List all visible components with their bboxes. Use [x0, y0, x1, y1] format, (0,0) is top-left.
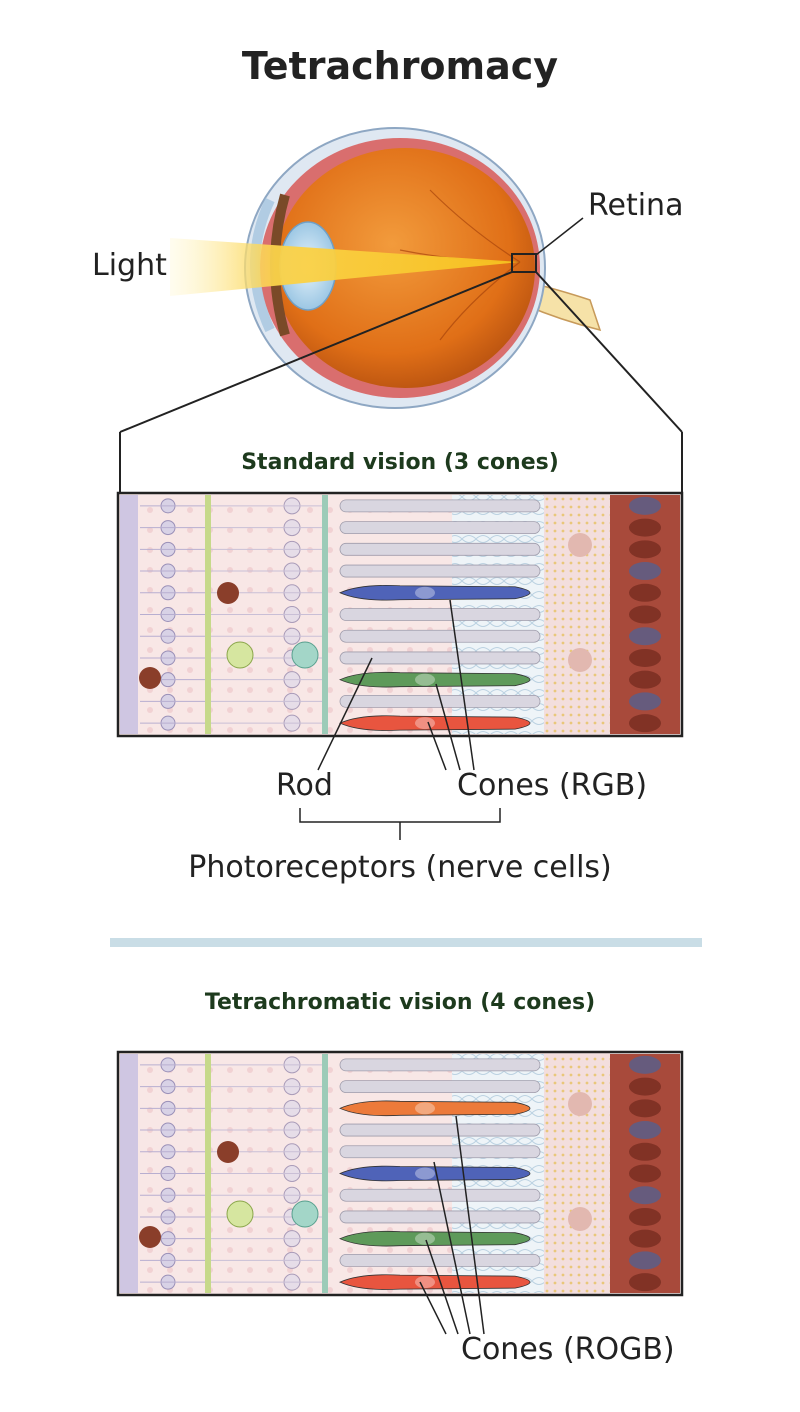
label-rod: Rod: [276, 768, 333, 803]
retina-marker: [511, 253, 537, 273]
page-title: Tetrachromacy: [241, 44, 559, 88]
light-beam: [170, 238, 520, 296]
label-photoreceptors: Photoreceptors (nerve cells): [188, 850, 612, 885]
retina-panel-standard: [116, 491, 684, 738]
label-light: Light: [92, 248, 167, 283]
label-cones-rogb: Cones (ROGB): [461, 1332, 675, 1367]
heading-tetrachromatic-vision: Tetrachromatic vision (4 cones): [204, 990, 596, 1015]
heading-standard-vision: Standard vision (3 cones): [241, 450, 559, 475]
label-cones-rgb: Cones (RGB): [457, 768, 648, 803]
label-retina: Retina: [588, 188, 684, 223]
section-divider: [110, 938, 702, 947]
retina-panel-tetra: [116, 1050, 684, 1297]
photoreceptor-bracket: [299, 808, 501, 840]
